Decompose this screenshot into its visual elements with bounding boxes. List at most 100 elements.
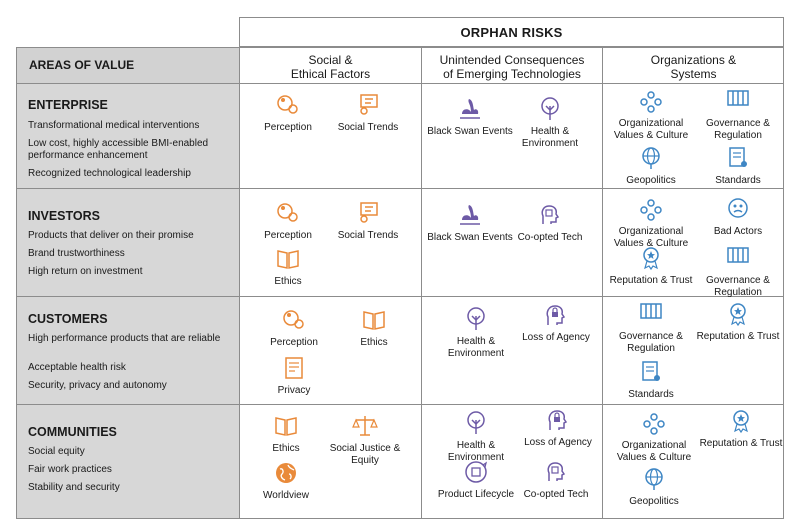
ethics-icon <box>277 250 299 269</box>
health-environment-icon <box>467 411 485 434</box>
orphan-risks-title: ORPHAN RISKS <box>460 24 563 40</box>
black-swan-icon <box>460 205 480 225</box>
column-header-tech: Unintended Consequences of Emerging Tech… <box>439 53 585 81</box>
value-item: Brand trustworthiness <box>28 248 125 259</box>
reputation-trust-icon <box>733 410 749 434</box>
black-swan-icon <box>460 99 480 119</box>
risk-perception: Perception <box>240 92 336 134</box>
risk-ethics: Ethics <box>238 413 334 455</box>
governance-icon <box>727 247 749 263</box>
risk-social-trends: Social Trends <box>320 200 416 242</box>
value-item: Products that deliver on their promise <box>28 230 194 241</box>
worldview-icon <box>276 463 296 483</box>
value-item: Recognized technological leadership <box>28 168 191 179</box>
geopolitics-icon <box>645 468 663 490</box>
risk-health-environment: Health & Environment <box>428 410 524 464</box>
risk-geopolitics: Geopolitics <box>603 145 699 187</box>
ethics-icon <box>363 311 385 330</box>
risk-organizational-values: Organizational Values & Culture <box>603 196 699 250</box>
row-divider <box>16 83 784 84</box>
risk-matrix <box>16 47 784 519</box>
privacy-icon <box>285 357 303 379</box>
risk-co-opted-tech: Co-opted Tech <box>502 202 598 244</box>
co-opted-tech-icon <box>547 462 566 481</box>
row-title-enterprise: ENTERPRISE <box>28 98 108 112</box>
ethics-icon <box>275 417 297 436</box>
perception-icon <box>283 310 304 329</box>
risk-bad-actors: Bad Actors <box>690 196 786 238</box>
value-item: Transformational medical interventions <box>28 120 200 131</box>
enterprise-row-bg <box>17 84 239 188</box>
value-item: High return on investment <box>28 266 143 277</box>
social-trends-icon <box>360 94 378 115</box>
value-item: Acceptable health risk <box>28 362 126 373</box>
areas-header-cell <box>17 48 239 83</box>
column-divider <box>421 47 422 519</box>
column-header-org: Organizations & Systems <box>650 53 737 81</box>
risk-black-swan: Black Swan Events <box>422 96 518 138</box>
risk-social-justice: Social Justice & Equity <box>317 413 413 467</box>
social-justice-icon <box>352 416 378 436</box>
governance-icon <box>727 90 749 106</box>
reputation-trust-icon <box>643 247 659 271</box>
standards-icon <box>642 361 660 381</box>
communities-row-bg <box>17 405 239 518</box>
value-item: High performance products that are relia… <box>28 333 221 344</box>
perception-icon <box>277 203 298 222</box>
risk-perception: Perception <box>246 307 342 349</box>
value-item: Stability and security <box>28 482 120 493</box>
risk-ethics: Ethics <box>326 307 422 349</box>
organizational-values-icon <box>640 91 662 113</box>
product-lifecycle-icon <box>465 461 488 483</box>
loss-of-agency-icon <box>548 410 568 430</box>
risk-black-swan: Black Swan Events <box>422 202 518 244</box>
risk-health-environment: Health & Environment <box>502 96 598 150</box>
risk-reputation-trust: Reputation & Trust <box>603 245 699 287</box>
risk-reputation-trust: Reputation & Trust <box>693 408 789 450</box>
row-title-investors: INVESTORS <box>28 209 101 223</box>
value-item: Security, privacy and autonomy <box>28 380 167 391</box>
organizational-values-icon <box>640 199 662 221</box>
risk-governance-regulation: Governance & Regulation <box>603 301 699 355</box>
row-divider <box>16 188 784 189</box>
governance-icon <box>640 303 662 319</box>
risk-loss-of-agency: Loss of Agency <box>508 302 604 344</box>
bad-actors-icon <box>728 198 748 218</box>
investors-row-bg <box>17 189 239 296</box>
risk-loss-of-agency: Loss of Agency <box>510 407 606 449</box>
risk-worldview: Worldview <box>238 460 334 502</box>
risk-governance-regulation: Governance & Regulation <box>690 245 786 299</box>
standards-icon <box>729 147 747 167</box>
value-item: Fair work practices <box>28 464 112 475</box>
health-environment-icon <box>541 97 559 120</box>
column-divider <box>239 17 240 519</box>
risk-perception: Perception <box>240 200 336 242</box>
orphan-risks-header: ORPHAN RISKS <box>239 17 784 47</box>
customers-row-bg <box>17 297 239 404</box>
risk-governance-regulation: Governance & Regulation <box>690 88 786 142</box>
risk-product-lifecycle: Product Lifecycle <box>428 459 524 501</box>
social-trends-icon <box>360 202 378 223</box>
risk-organizational-values: Organizational Values & Culture <box>603 88 699 142</box>
risk-standards: Standards <box>603 359 699 401</box>
value-item: Low cost, highly accessible BMI-enabled … <box>28 138 209 161</box>
reputation-trust-icon <box>730 303 746 327</box>
loss-of-agency-icon <box>546 305 566 325</box>
co-opted-tech-icon <box>541 205 560 224</box>
geopolitics-icon <box>642 147 660 169</box>
row-title-communities: COMMUNITIES <box>28 425 117 439</box>
risk-organizational-values: Organizational Values & Culture <box>606 410 702 464</box>
row-divider <box>16 404 784 405</box>
perception-icon <box>277 95 298 114</box>
risk-ethics: Ethics <box>240 246 336 288</box>
health-environment-icon <box>467 307 485 330</box>
risk-privacy: Privacy <box>246 355 342 397</box>
risk-reputation-trust: Reputation & Trust <box>690 301 786 343</box>
value-item: Social equity <box>28 446 85 457</box>
risk-standards: Standards <box>690 145 786 187</box>
risk-co-opted-tech: Co-opted Tech <box>508 459 604 501</box>
row-title-customers: CUSTOMERS <box>28 312 108 326</box>
risk-geopolitics: Geopolitics <box>606 466 702 508</box>
row-divider <box>16 296 784 297</box>
risk-health-environment: Health & Environment <box>428 306 524 360</box>
